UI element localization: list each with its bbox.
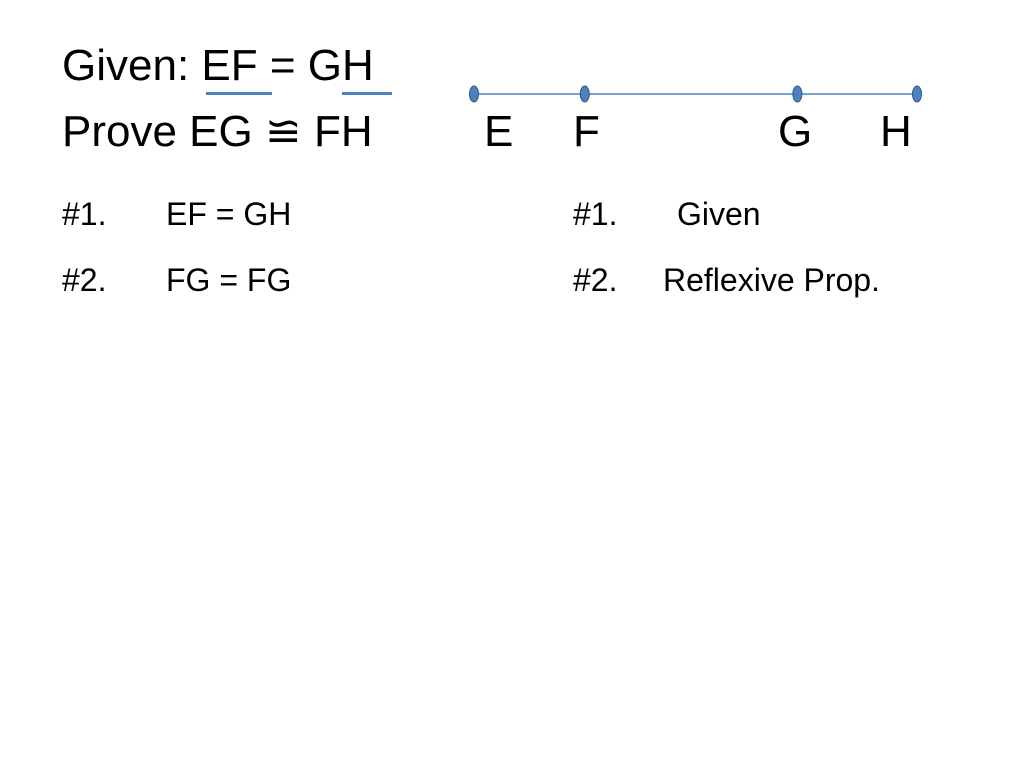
point-label-h: H	[880, 107, 912, 156]
statement-number: #2.	[62, 262, 107, 298]
reason-number: #2.	[573, 262, 618, 298]
title-prove-line: Prove EG ≌ FH	[62, 107, 373, 156]
statement-text: FG = FG	[166, 262, 292, 298]
title-given-line: Given: EF = GH	[62, 41, 374, 90]
segment-line-diagram	[469, 85, 922, 103]
reason-text: Reflexive Prop.	[663, 262, 880, 298]
statement-number: #1.	[62, 196, 107, 232]
segment-overbar-fh	[342, 92, 392, 95]
reason-text: Given	[677, 196, 761, 232]
segment-points	[469, 85, 922, 103]
reason-number: #1.	[573, 196, 618, 232]
segment-point-g	[792, 85, 803, 103]
segment-point-h	[912, 85, 922, 103]
point-label-g: G	[778, 107, 813, 156]
segment-point-f	[579, 85, 590, 103]
statement-text: EF = GH	[166, 196, 292, 232]
segment-point-e	[469, 85, 479, 103]
point-label-e: E	[484, 107, 514, 156]
segment-overbar-eg	[206, 92, 272, 95]
point-label-f: F	[573, 107, 600, 156]
